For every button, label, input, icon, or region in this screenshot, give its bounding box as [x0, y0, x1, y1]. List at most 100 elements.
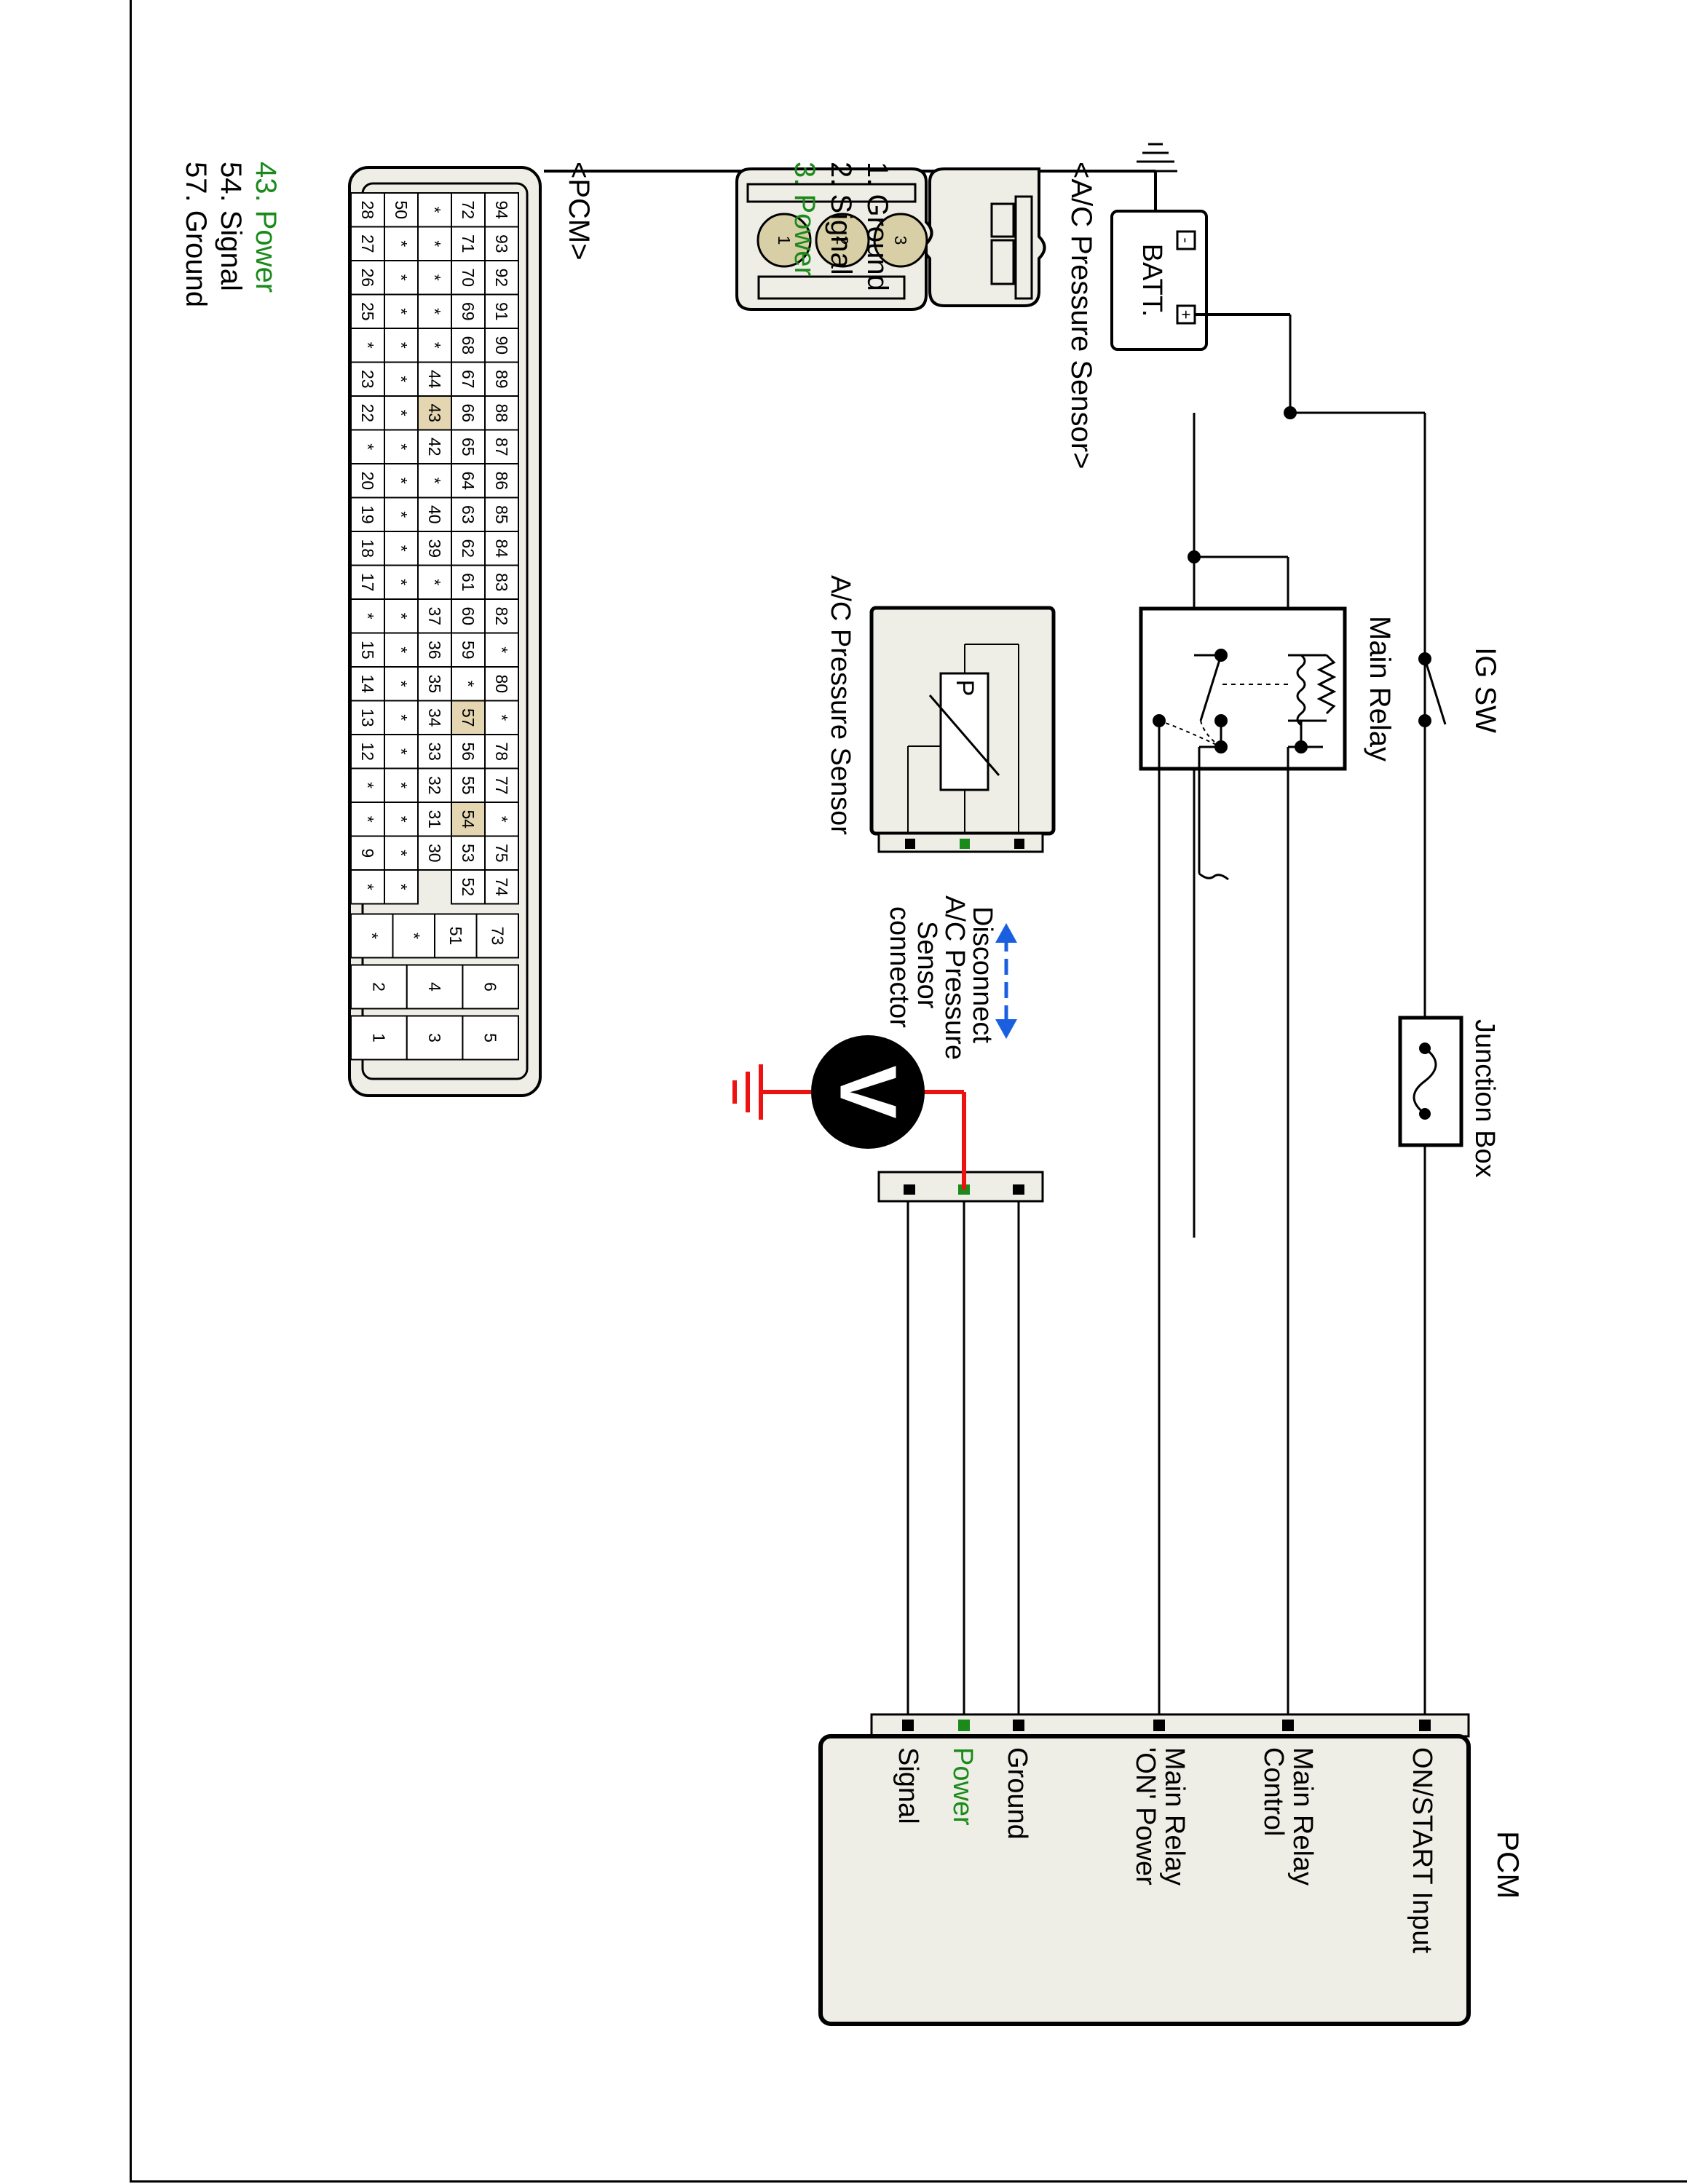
junction-box: Junction Box: [1398, 1016, 1500, 1178]
pcm-pin-label: 86: [492, 471, 511, 490]
pcm-pin-cell: *: [484, 802, 519, 837]
pcm-pin-label: 92: [492, 268, 511, 287]
pcm-pin-cell: 28: [350, 192, 385, 228]
pcm-pin-label: 12: [358, 742, 377, 761]
pcm-pin-cell: *: [384, 734, 419, 769]
pcm-pin-cell: 80: [484, 666, 519, 702]
pcm-pin-label: *: [392, 613, 411, 620]
pcm-pin-cell: 39: [417, 531, 452, 566]
pcm-side-pin-cell: 6: [462, 964, 519, 1010]
pcm-pin-label: 90: [492, 336, 511, 355]
pcm-pin-cell: 35: [417, 666, 452, 702]
pcm-pin-label: 27: [358, 234, 377, 253]
pcm-side-pin-label: *: [363, 933, 382, 939]
pcm-side-pin-label: 73: [488, 927, 507, 946]
pcm-pin-cell: 72: [451, 192, 486, 228]
pcm-pin-cell: 94: [484, 192, 519, 228]
sensor-pin-2: 2: [815, 213, 870, 268]
pcm-pin-label: 93: [492, 234, 511, 253]
pcm-pin-cell: 23: [350, 361, 385, 397]
pcm-pin-cell: 71: [451, 226, 486, 261]
pcm-pin-label: 69: [459, 302, 478, 321]
pcm-pin-label: 61: [459, 573, 478, 592]
pcm-side-pin-label: 2: [369, 982, 388, 992]
pcm-pin-label: 91: [492, 302, 511, 321]
pcm-side-pin-label: 5: [481, 1033, 500, 1042]
pcm-pin-cell: *: [384, 260, 419, 296]
pcm-pin-cell: 50: [384, 192, 419, 228]
pcm-pin-label-5: Power: [947, 1747, 978, 1826]
pcm-pin-label: *: [459, 681, 478, 687]
pcm-side-pin-label: 3: [425, 1033, 444, 1042]
pcm-pin-cell: 27: [350, 226, 385, 261]
pcm-pin-cell: 13: [350, 700, 385, 735]
pcm-pin-label: 80: [492, 674, 511, 693]
pcm-pin-label: *: [392, 376, 411, 382]
pcm-pin-label-2: Main RelayControl: [1258, 1747, 1318, 1886]
pcm-pin-label: 59: [459, 641, 478, 660]
pcm-pin-label-6: Signal: [893, 1747, 923, 1824]
pcm-pin-label: 25: [358, 302, 377, 321]
sensor-pin-label: 3: [891, 236, 910, 245]
pcm-pin-cell: *: [384, 700, 419, 735]
pcm-pin-cell: *: [384, 564, 419, 600]
pcm-legend-item: 54. Signal: [215, 162, 247, 291]
ground-symbol: [1134, 143, 1177, 173]
pcm-pin-label: *: [425, 579, 444, 585]
pcm-pin-label: *: [392, 308, 411, 314]
sensor-component-label: A/C Pressure Sensor: [825, 575, 856, 835]
pcm-pin-cell: 43: [417, 395, 452, 431]
sensor-pin-label: 2: [833, 236, 852, 245]
pcm-pin-label: *: [392, 782, 411, 788]
pcm-pin-cell: 34: [417, 700, 452, 735]
pcm-pin-label: *: [392, 443, 411, 450]
pcm-pin-cell: 93: [484, 226, 519, 261]
pcm-pin-cell: *: [384, 496, 419, 532]
pcm-side-pin-cell: 73: [475, 913, 519, 959]
pcm-pin-label: *: [392, 511, 411, 518]
pcm-pin-label: 75: [492, 844, 511, 863]
pcm-pin-cell: *: [384, 463, 419, 499]
pcm-pin-label: *: [392, 240, 411, 247]
pcm-pin-label: 68: [459, 336, 478, 355]
pcm-pin-cell: 62: [451, 531, 486, 566]
main-relay-label: Main Relay: [1364, 616, 1396, 761]
pcm-pin-label: 89: [492, 370, 511, 389]
pcm-pin-label: *: [392, 342, 411, 349]
pcm-pin-cell: *: [350, 598, 385, 634]
pcm-legend-item: 57. Ground: [180, 162, 212, 307]
pcm-pin-label: 70: [459, 268, 478, 287]
pcm-side-pin-cell: 5: [462, 1015, 519, 1061]
pcm-pin-cell: *: [350, 767, 385, 803]
pcm-pin-cell: *: [384, 395, 419, 431]
pcm-pin-cell: *: [417, 463, 452, 499]
pcm-pin-cell: *: [350, 328, 385, 363]
pcm-side-pin-cell: 2: [349, 964, 408, 1010]
pcm-pin-cell: 17: [350, 564, 385, 600]
pcm-side-pin-cell: *: [392, 913, 435, 959]
pcm-pin-label: 43: [425, 403, 444, 422]
pcm-pin-label: 14: [358, 674, 377, 693]
pcm-pin-cell: 56: [451, 734, 486, 769]
pcm-pin-cell: *: [384, 598, 419, 634]
pcm-pin-cell: 22: [350, 395, 385, 431]
pcm-pin-cell: *: [417, 192, 452, 228]
pcm-pin-label: 37: [425, 606, 444, 625]
pcm-legend-item: 43. Power: [250, 162, 282, 293]
pcm-pin-label: 85: [492, 505, 511, 524]
pcm-pin-cell: 61: [451, 564, 486, 600]
pcm-pin-cell: *: [417, 564, 452, 600]
pcm-pin-cell: *: [384, 429, 419, 464]
pcm-pin-label: 56: [459, 742, 478, 761]
pcm-pin-cell: 69: [451, 293, 486, 329]
pcm-side-pin-cell: 1: [349, 1015, 408, 1061]
pcm-pin-label: 66: [459, 403, 478, 422]
pcm-pin-label: *: [425, 478, 444, 484]
sensor-pin-3: 3: [873, 213, 928, 268]
pcm-pin-label: 42: [425, 438, 444, 456]
pcm-pin-label: 26: [358, 268, 377, 287]
pcm-pin-label: *: [392, 274, 411, 281]
